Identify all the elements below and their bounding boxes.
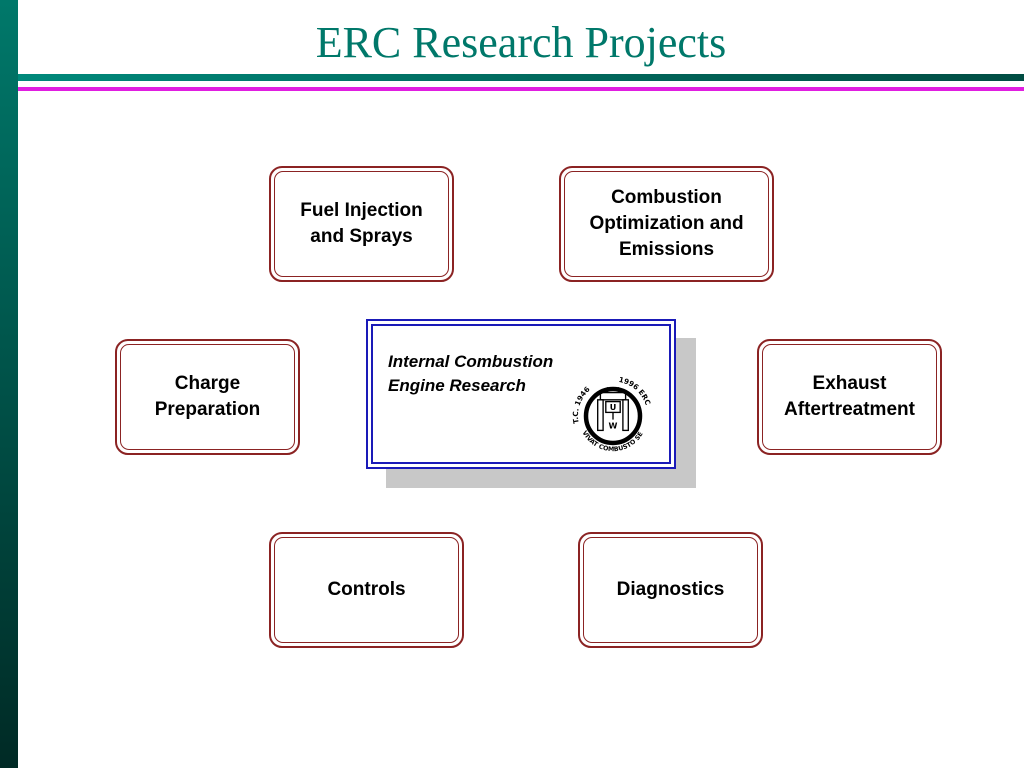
box-controls-label: Controls xyxy=(327,579,406,600)
box-fuel-injection-label: Fuel Injection and Sprays xyxy=(300,200,423,247)
box-charge-preparation: Charge Preparation xyxy=(115,339,300,455)
side-color-bar xyxy=(0,0,18,768)
seal-letter-u: U xyxy=(610,402,617,412)
center-box: Internal Combustion Engine Research T.C.… xyxy=(366,319,676,469)
box-controls: Controls xyxy=(269,532,464,648)
box-diagnostics: Diagnostics xyxy=(578,532,763,648)
uw-erc-seal-icon: T.C. 1946 1996 ERC VIVAT COMBUSTO SEMPER… xyxy=(568,371,653,453)
page-title: ERC Research Projects xyxy=(315,18,727,67)
seal-letter-w: W xyxy=(609,421,618,431)
box-combustion-label: Combustion Optimization and Emissions xyxy=(589,187,744,260)
box-combustion: Combustion Optimization and Emissions xyxy=(559,166,774,282)
box-fuel-injection: Fuel Injection and Sprays xyxy=(269,166,454,282)
box-exhaust-aftertreatment: Exhaust Aftertreatment xyxy=(757,339,942,455)
box-charge-preparation-label: Charge Preparation xyxy=(154,373,261,420)
box-diagnostics-label: Diagnostics xyxy=(616,579,725,600)
center-label: Internal Combustion Engine Research xyxy=(388,352,554,395)
title-underline-magenta xyxy=(18,87,1024,91)
title-underline-teal xyxy=(18,74,1024,81)
box-exhaust-aftertreatment-label: Exhaust Aftertreatment xyxy=(784,373,915,420)
